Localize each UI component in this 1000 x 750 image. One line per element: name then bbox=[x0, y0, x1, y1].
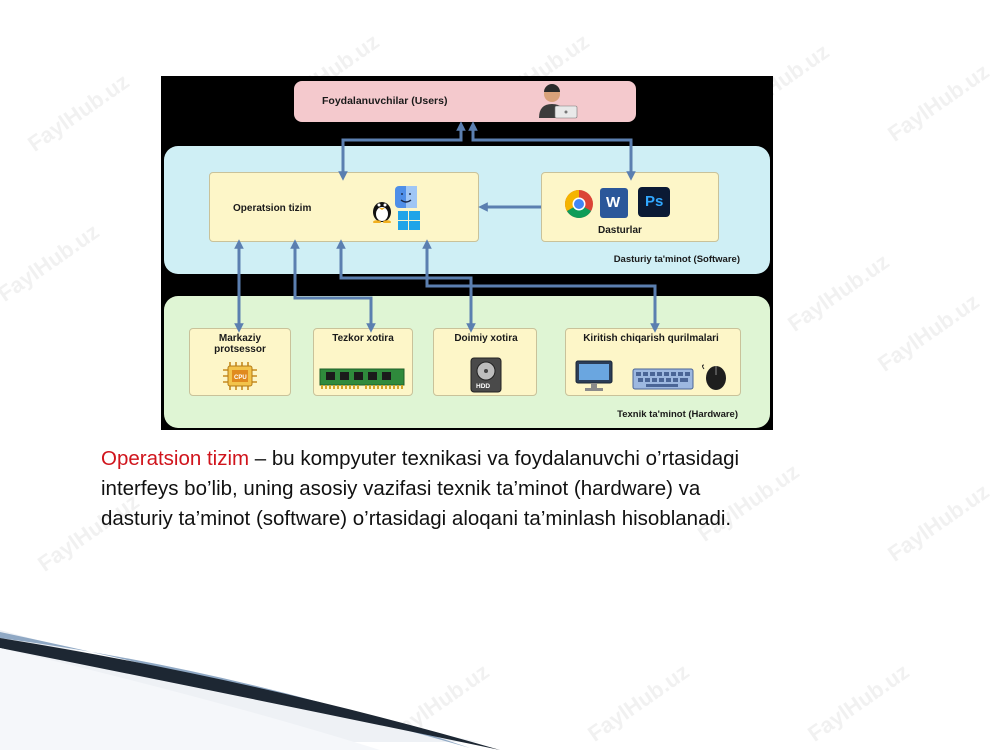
cpu-box: Markaziy protsessor CPU bbox=[189, 328, 291, 396]
caption-highlight: Operatsion tizim bbox=[101, 447, 250, 470]
cpu-chip-text: CPU bbox=[234, 375, 247, 381]
connector-arrows bbox=[234, 121, 660, 333]
ram-box: Tezkor xotira bbox=[313, 328, 413, 396]
storage-label: Doimiy xotira bbox=[454, 333, 518, 344]
storage-box: Doimiy xotira HDD bbox=[433, 328, 537, 396]
watermark: FaylHub.uz bbox=[23, 68, 134, 157]
linux-tux-icon bbox=[373, 202, 391, 223]
diagram-boxes: Foydalanuvchilar (Users) Dasturiy ta'min… bbox=[161, 76, 773, 430]
watermark: FaylHub.uz bbox=[783, 248, 894, 337]
cpu-label: Markaziy protsessor bbox=[214, 333, 266, 355]
windows-icon bbox=[398, 211, 420, 230]
watermark: FaylHub.uz bbox=[883, 478, 994, 567]
os-label: Operatsion tizim bbox=[233, 203, 312, 214]
hdd-icon bbox=[470, 357, 502, 393]
io-label: Kiritish chiqarish qurilmalari bbox=[583, 333, 719, 344]
keyboard-icon bbox=[632, 368, 694, 390]
caption-text: – bu kompyuter texnikasi va foydalanuvch… bbox=[101, 447, 740, 530]
caption-paragraph: Operatsion tizim – bu kompyuter texnikas… bbox=[101, 444, 741, 534]
user-laptop-icon bbox=[539, 84, 578, 119]
photoshop-icon: Ps bbox=[638, 187, 670, 217]
word-icon: W bbox=[600, 188, 628, 218]
hdd-text: HDD bbox=[476, 383, 491, 390]
software-label: Dasturiy ta'minot (Software) bbox=[613, 254, 740, 265]
watermark: FaylHub.uz bbox=[883, 58, 994, 147]
ram-label: Tezkor xotira bbox=[332, 333, 394, 344]
watermark: FaylHub.uz bbox=[0, 218, 104, 307]
programs-box: W Ps Dasturlar bbox=[541, 172, 719, 242]
hardware-label: Texnik ta'minot (Hardware) bbox=[617, 409, 738, 420]
macos-finder-icon bbox=[395, 186, 417, 208]
ps-logo-text: Ps bbox=[645, 193, 664, 210]
cpu-icon bbox=[223, 362, 257, 390]
mouse-icon bbox=[702, 364, 726, 390]
watermark: FaylHub.uz bbox=[873, 288, 984, 377]
ram-icon bbox=[319, 368, 405, 389]
word-logo-text: W bbox=[606, 194, 621, 211]
monitor-icon bbox=[575, 360, 613, 391]
users-label: Foydalanuvchilar (Users) bbox=[322, 95, 448, 107]
decorative-swoosh bbox=[0, 630, 500, 750]
watermark: FaylHub.uz bbox=[803, 658, 914, 747]
watermark: FaylHub.uz bbox=[583, 658, 694, 747]
users-box: Foydalanuvchilar (Users) bbox=[294, 81, 636, 122]
io-devices-box: Kiritish chiqarish qurilmalari bbox=[565, 328, 741, 396]
chrome-icon bbox=[565, 190, 593, 218]
programs-label: Dasturlar bbox=[598, 225, 642, 236]
